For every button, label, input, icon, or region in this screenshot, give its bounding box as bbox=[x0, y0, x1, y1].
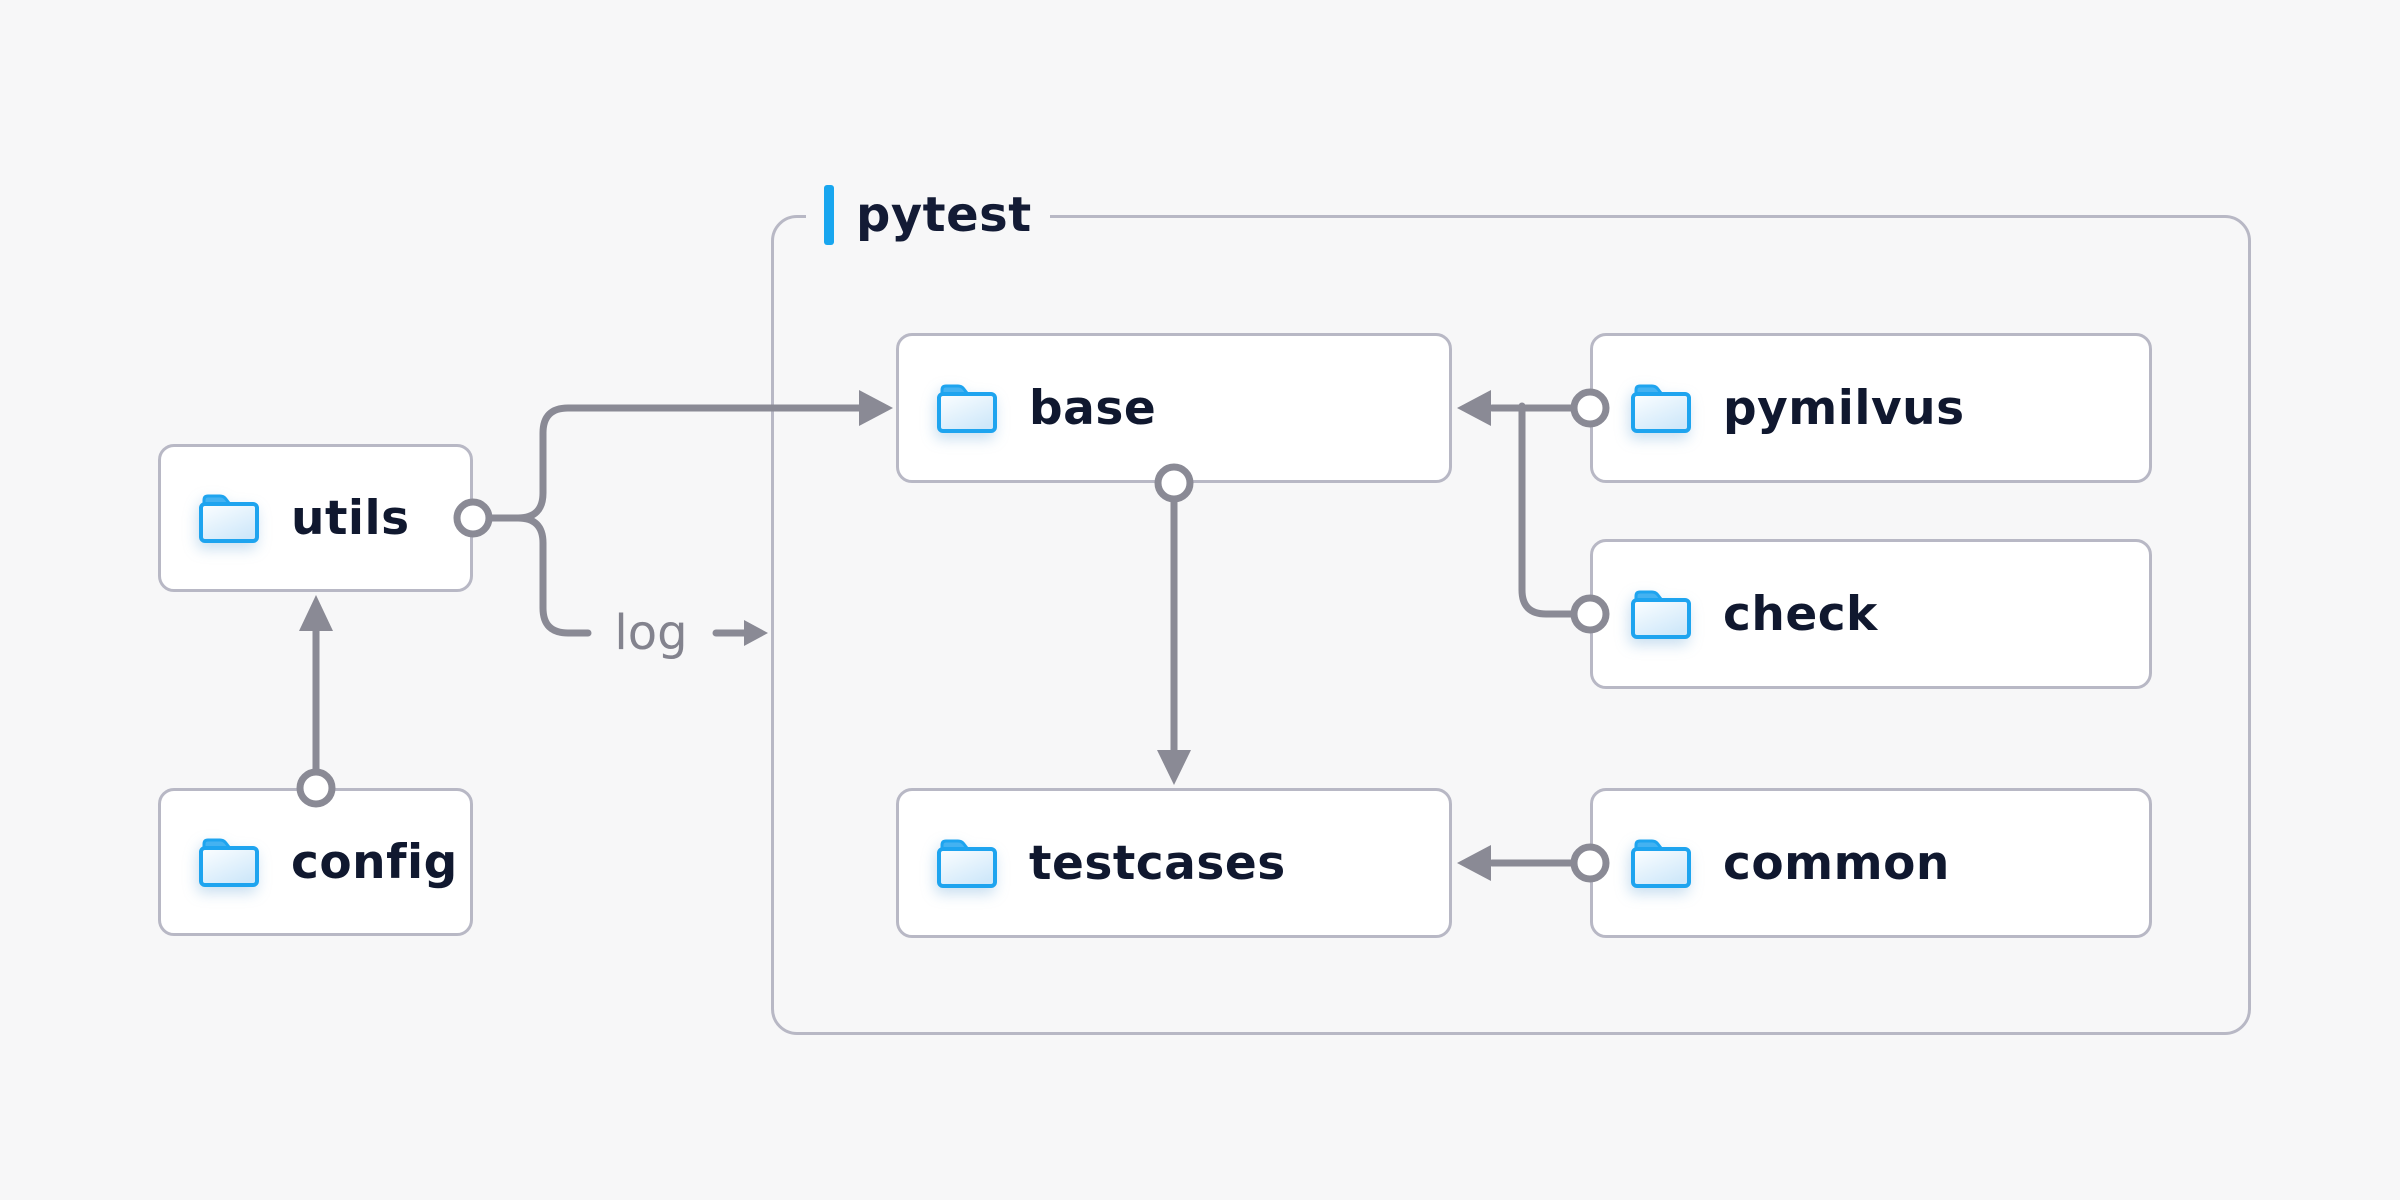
node-config-label: config bbox=[291, 834, 458, 890]
node-base: base bbox=[896, 333, 1452, 483]
accent-bar-icon bbox=[824, 185, 834, 245]
node-testcases: testcases bbox=[896, 788, 1452, 938]
folder-icon bbox=[199, 494, 259, 543]
folder-icon bbox=[1631, 384, 1691, 433]
folder-icon bbox=[937, 384, 997, 433]
edge-label-log: log bbox=[614, 605, 688, 661]
node-base-label: base bbox=[1029, 380, 1157, 436]
pytest-group-label: pytest bbox=[806, 180, 1050, 250]
arrowhead-log-icon bbox=[744, 620, 768, 646]
node-check-label: check bbox=[1723, 586, 1878, 642]
arrowhead-into-utils-icon bbox=[299, 595, 333, 631]
node-common: common bbox=[1590, 788, 2152, 938]
pytest-group bbox=[771, 215, 2251, 1035]
node-config: config bbox=[158, 788, 473, 936]
node-utils: utils bbox=[158, 444, 473, 592]
node-testcases-label: testcases bbox=[1029, 835, 1286, 891]
node-utils-label: utils bbox=[291, 490, 410, 546]
folder-icon bbox=[1631, 590, 1691, 639]
node-check: check bbox=[1590, 539, 2152, 689]
node-common-label: common bbox=[1723, 835, 1950, 891]
folder-icon bbox=[1631, 839, 1691, 888]
node-pymilvus-label: pymilvus bbox=[1723, 380, 1965, 436]
node-pymilvus: pymilvus bbox=[1590, 333, 2152, 483]
folder-icon bbox=[937, 839, 997, 888]
pytest-group-label-text: pytest bbox=[856, 187, 1032, 243]
edge-utils-to-log bbox=[514, 514, 592, 637]
folder-icon bbox=[199, 838, 259, 887]
